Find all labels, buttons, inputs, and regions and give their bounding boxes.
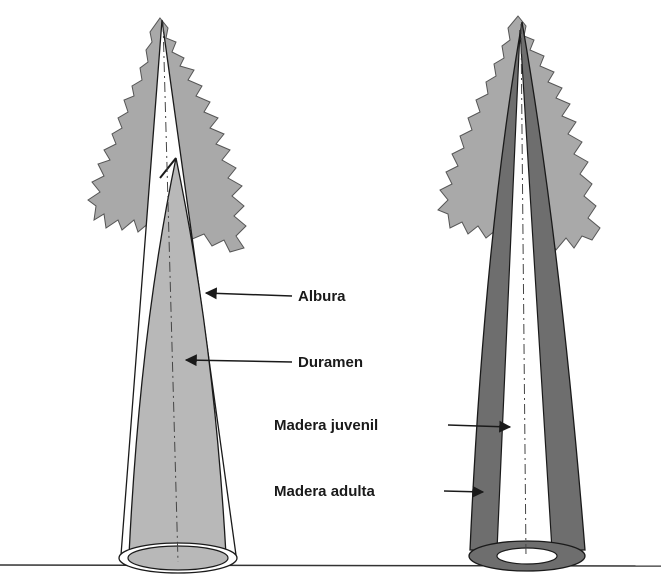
label-heartwood: Duramen — [298, 354, 363, 371]
tree-right — [438, 16, 600, 571]
label-adult-wood: Madera adulta — [274, 483, 376, 500]
label-juvenile-wood: Madera juvenil — [274, 417, 378, 434]
tree-right-base-inner — [497, 548, 557, 564]
arrow-adult-wood — [444, 491, 483, 492]
tree-left — [88, 18, 246, 573]
label-sapwood: Albura — [298, 288, 346, 305]
arrow-sapwood — [206, 293, 292, 296]
